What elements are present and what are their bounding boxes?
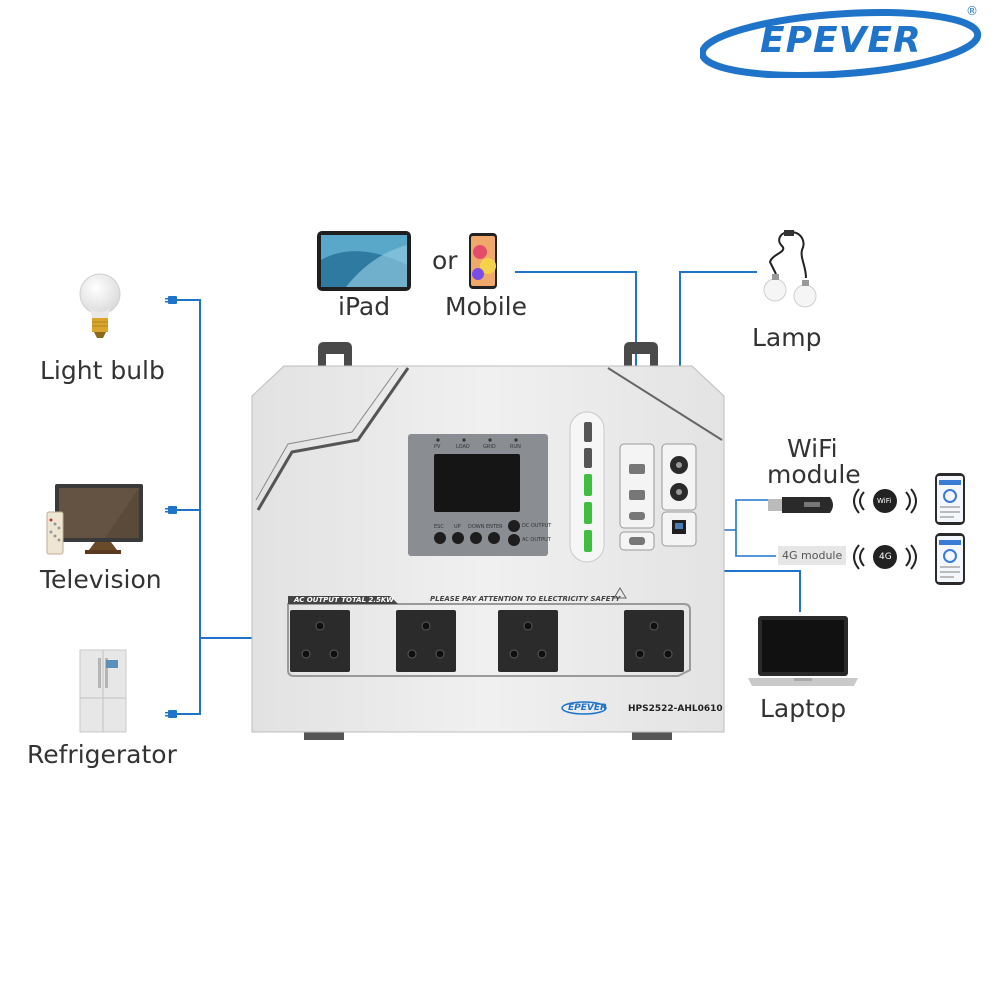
unit-body [251, 342, 725, 740]
refrigerator-label: Refrigerator [27, 740, 177, 769]
4g-waves-icon [853, 544, 917, 570]
indicator-load: LOAD [456, 444, 470, 450]
indicator-pv: PV [434, 444, 441, 450]
laptop-icon [748, 616, 858, 686]
4g-signal-text: 4G [879, 552, 892, 562]
safety-notice: PLEASE PAY ATTENTION TO ELECTRICITY SAFE… [430, 595, 621, 603]
wifi-module-label-line1: WiFi [787, 434, 838, 463]
phone-app-icon-1 [935, 473, 965, 525]
ac-output-header: AC OUTPUT TOTAL 2.5KW [294, 596, 394, 604]
power-station-unit: PV LOAD GRID RUN ESC UP DOWN ENTER DC OU… [248, 340, 728, 740]
brand-name: EPEVER [760, 20, 922, 61]
mobile-icon [469, 233, 497, 289]
wifi-signal-text: WiFi [877, 497, 892, 505]
brand-logo: EPEVER ® [698, 4, 990, 79]
model-number: HPS2522-AHL0610 [628, 704, 723, 714]
button-esc-label: ESC [434, 524, 444, 530]
wifi-module-label-line2: module [767, 460, 861, 489]
laptop-label: Laptop [760, 694, 847, 723]
button-enter-label: ENTER [486, 524, 503, 530]
button-down-label: DOWN [468, 524, 485, 530]
ipad-icon [317, 231, 411, 291]
television-label: Television [40, 565, 162, 594]
light-bulb-label: Light bulb [40, 356, 165, 385]
wifi-signal-badge: WiFi [852, 486, 918, 516]
wifi-dongle-icon [768, 497, 833, 513]
plug-icon-2 [168, 506, 177, 514]
light-bulb-icon [79, 273, 121, 338]
phone-app-icon-2 [935, 533, 965, 585]
wifi-waves-icon [853, 488, 917, 514]
line-light-bulb [176, 299, 201, 715]
or-label: or [432, 246, 458, 275]
logo-swoosh [698, 9, 982, 79]
plug-icon-1 [168, 296, 177, 304]
indicator-run: RUN [510, 444, 521, 450]
lamp-label: Lamp [752, 323, 822, 352]
unit-brand: EPEVER [568, 703, 607, 713]
ipad-label: iPad [338, 292, 391, 321]
television-icon [46, 484, 143, 555]
button-up-label: UP [454, 524, 461, 530]
plug-icon-3 [168, 710, 177, 718]
dc-output-label: DC OUTPUT [522, 523, 552, 529]
4g-module-label: 4G module [778, 546, 847, 565]
indicator-grid: GRID [483, 444, 496, 450]
registered-mark: ® [966, 4, 978, 18]
refrigerator-icon [79, 649, 127, 733]
4g-signal-badge: 4G [852, 542, 918, 572]
mobile-label: Mobile [445, 292, 528, 321]
ac-output-label: AC OUTPUT [522, 537, 551, 543]
lamp-icon [763, 230, 817, 308]
